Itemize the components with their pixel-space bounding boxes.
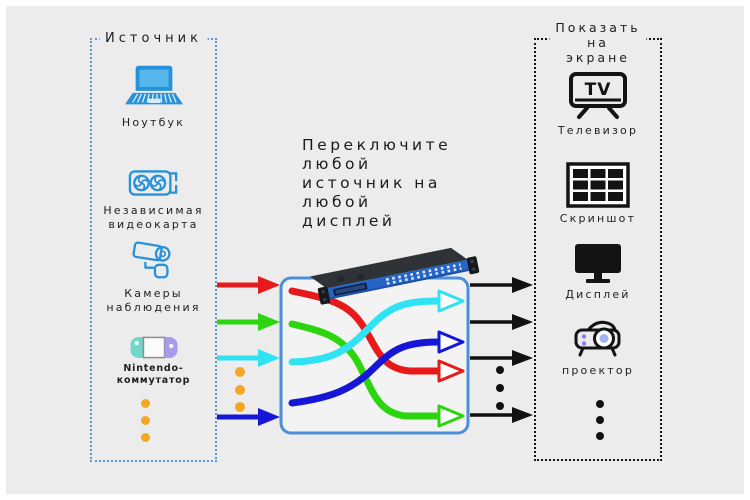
input-arrow-blue-head (258, 408, 280, 426)
more-outputs-ellipsis-dot (496, 366, 504, 374)
output-arrow-2-head (512, 314, 533, 330)
source-label: Независимая видеокарта (103, 204, 204, 232)
displays-panel-title: Показать на экране (549, 19, 647, 66)
source-label: Камеры наблюдения (106, 287, 201, 315)
more-outputs-ellipsis-dot (496, 402, 504, 410)
displays-title-line: экране (566, 50, 630, 65)
displays-title-line: Показать (555, 20, 641, 35)
route-blue (288, 338, 442, 407)
device-screw-hole (323, 297, 327, 302)
route-green-arrowhead (437, 404, 465, 428)
display-label: проектор (561, 364, 635, 377)
device-display-glass (335, 284, 366, 295)
cctv-camera-icon (131, 241, 171, 279)
tv-icon-text: TV (585, 80, 612, 100)
output-arrow-1-head (512, 277, 533, 293)
input-arrow-cyan-head (258, 349, 280, 367)
route-cyan-arrowhead (437, 289, 465, 313)
sources-panel: Источник Ноутбук (90, 31, 217, 462)
route-red-arrowhead (437, 359, 465, 383)
displays-title-line: на (587, 35, 609, 50)
device-screw-hole (470, 259, 474, 264)
device-screw-hole (472, 267, 476, 271)
more-outputs-ellipsis-dot (496, 384, 504, 392)
display-label: Телевизор (557, 124, 639, 137)
sources-panel-title: Источник (99, 31, 208, 46)
more-inputs-ellipsis-dot (235, 367, 245, 377)
device-button-row (385, 263, 461, 281)
display-item-monitor: Дисплей (536, 243, 660, 302)
input-arrow-red-head (258, 276, 280, 294)
ellipsis-dot (596, 416, 604, 424)
more-sources-ellipsis (84, 399, 207, 442)
displays-panel: Показать на экране TV Телевизор (534, 19, 662, 461)
ellipsis-dot (141, 433, 150, 442)
video-wall-icon (566, 162, 630, 208)
more-inputs-ellipsis-dot (235, 402, 245, 412)
projector-icon (574, 320, 621, 357)
source-item-nintendo-switch: Nintendo-коммутатор (92, 336, 215, 388)
source-item-gpu: Независимая видеокарта (92, 166, 215, 233)
device-front-panel-shadow (328, 269, 471, 300)
matrix-switcher-device (309, 247, 480, 305)
headline-line: дисплей (302, 212, 396, 230)
device-screw-hole (321, 289, 325, 294)
device-rack-ear-right (466, 256, 480, 275)
route-green (288, 320, 442, 420)
display-item-video-wall: Скриншот (536, 162, 660, 226)
nintendo-switch-icon (129, 336, 178, 359)
display-label: Дисплей (565, 288, 631, 301)
diagram-canvas: Переключите любой источник на любой дисп… (6, 6, 744, 494)
source-item-laptop: Ноутбук (92, 64, 215, 130)
ellipsis-dot (141, 399, 150, 408)
gpu-icon (128, 170, 177, 196)
device-vent (356, 273, 366, 280)
output-arrow-4-head (512, 407, 533, 423)
tv-icon: TV (569, 72, 627, 119)
output-arrow-3-head (512, 350, 533, 366)
source-label: Ноутбук (121, 116, 186, 129)
headline-line: любой (302, 155, 372, 173)
input-arrow-green-head (258, 313, 280, 331)
more-displays-ellipsis (538, 400, 662, 440)
device-rack-ear-left (317, 286, 331, 305)
source-label: Nintendo-коммутатор (116, 363, 191, 387)
headline: Переключите любой источник на любой дисп… (302, 136, 451, 231)
ellipsis-dot (596, 400, 604, 408)
device-top-face (309, 247, 468, 289)
display-label: Скриншот (559, 212, 637, 225)
route-cyan (288, 297, 442, 366)
headline-line: источник на (302, 174, 441, 192)
headline-line: Переключите (302, 136, 452, 154)
route-blue-arrowhead (437, 330, 465, 354)
more-inputs-ellipsis-dot (235, 385, 245, 395)
ellipsis-dot (596, 432, 604, 440)
monitor-icon (575, 244, 621, 283)
source-item-cctv: Камеры наблюдения (92, 237, 215, 316)
device-button-row (386, 267, 462, 285)
headline-line: любой (302, 193, 372, 211)
display-item-projector: проектор (536, 316, 660, 378)
display-item-tv: TV Телевизор (536, 72, 660, 138)
ellipsis-dot (141, 416, 150, 425)
device-vent (336, 275, 346, 282)
laptop-icon (124, 65, 183, 105)
